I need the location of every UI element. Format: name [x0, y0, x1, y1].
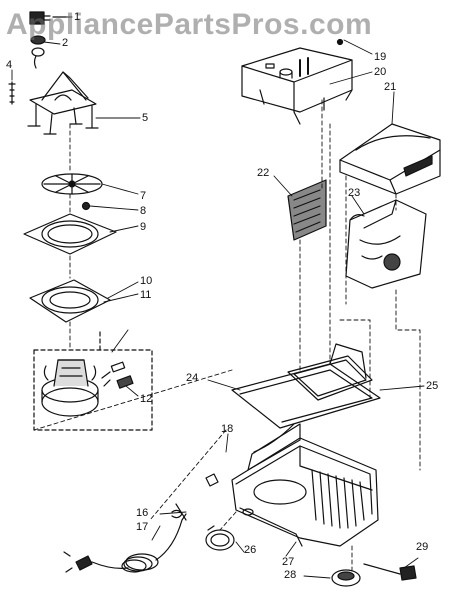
part-22-filter [287, 179, 327, 241]
callout-5: 5 [142, 112, 149, 124]
callout-11: 11 [140, 289, 152, 301]
callout-16: 16 [136, 507, 149, 519]
part-10-motor-plate [29, 279, 111, 323]
callout-7: 7 [140, 190, 147, 202]
part-21-top-cover [339, 123, 441, 195]
part-17-power-cord [63, 513, 187, 573]
callout-22: 22 [257, 167, 270, 179]
callout-18: 18 [221, 423, 234, 435]
callout-17: 17 [136, 521, 149, 533]
callout-8: 8 [140, 205, 147, 217]
part-4-screw [8, 81, 16, 105]
motor-assembly-box [33, 329, 153, 431]
part-28-caster [331, 569, 361, 587]
motor [41, 359, 99, 417]
callout-1: 1 [74, 11, 81, 23]
callout-29: 29 [416, 541, 429, 553]
part-12-brushes [101, 361, 134, 389]
callout-21: 21 [384, 81, 397, 93]
callout-20: 20 [374, 66, 387, 78]
part-23-dust-bag [345, 199, 427, 289]
part-24-lid-frame [231, 343, 381, 429]
part-9-gasket-plate [23, 213, 117, 255]
leader-lines-left [11, 16, 141, 397]
part-5-motor-bracket [27, 71, 99, 135]
part-7-fan [41, 173, 103, 195]
part-27-canister-body [231, 423, 379, 547]
leader-lines-right [151, 39, 425, 579]
part-19-screw [336, 38, 344, 46]
part-29-cord-tag [363, 563, 417, 581]
callout-4: 4 [6, 59, 13, 71]
callout-25: 25 [426, 380, 439, 392]
callout-24: 24 [186, 372, 199, 384]
body-ribs [311, 469, 365, 529]
part-1-switch [29, 11, 67, 25]
part-20-handle-housing [241, 47, 353, 125]
callout-9: 9 [140, 221, 147, 233]
alignment-lines-right [33, 99, 421, 571]
callout-12: 12 [140, 393, 153, 405]
watermark-text: AppliancePartsPros.com [6, 8, 373, 41]
part-2-bushing [30, 35, 46, 69]
callout-19: 19 [374, 51, 387, 63]
callout-28: 28 [284, 569, 297, 581]
callout-26: 26 [244, 544, 257, 556]
callout-27: 27 [282, 556, 295, 568]
callout-10: 10 [140, 275, 153, 287]
callout-23: 23 [348, 187, 361, 199]
callout-2: 2 [62, 37, 69, 49]
part-18-stopper [205, 473, 219, 487]
part-8-nut [81, 201, 91, 211]
